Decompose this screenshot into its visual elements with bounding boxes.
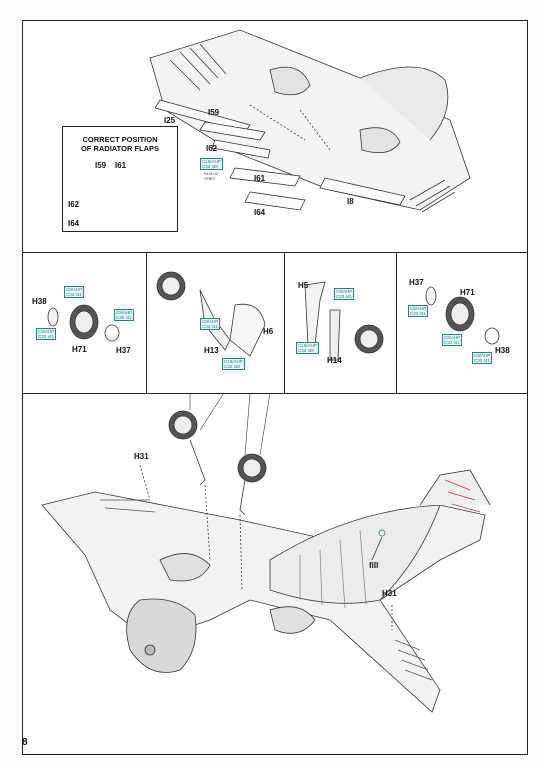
paint-callout-p1-a: C9/AHP C33 I41 — [64, 286, 85, 298]
radiator-flaps-inset: CORRECT POSITION OF RADIATOR FLAPS — [62, 126, 178, 232]
paint-callout-top: C18/AHP C32 I38 — [200, 158, 223, 170]
panel4-label-h38: H38 — [495, 346, 510, 355]
paint-code-1: C18/AHP — [202, 159, 221, 164]
paint-callout-p3-a: C9/AHP C33 I41 — [334, 288, 355, 300]
part-label-i25: I25 — [164, 116, 176, 125]
panel-divider-1 — [146, 252, 147, 393]
paint-code-p1b-2: C33 I41 — [38, 334, 54, 339]
panel-divider-2 — [284, 252, 285, 393]
paint-callout-p4-b: C9/AHP C33 I41 — [442, 334, 463, 346]
panel2-label-h13: H13 — [204, 346, 219, 355]
panel3-label-h14: H14 — [327, 356, 342, 365]
paint-code-p3b-1: C18/AHP — [298, 343, 317, 348]
paint-note-top-2: GREY — [204, 176, 216, 181]
panel4-label-h37: H37 — [409, 278, 424, 287]
paint-code-p4a-2: C33 I41 — [410, 311, 426, 316]
panel1-label-h71: H71 — [72, 345, 87, 354]
paint-code-p4c-1: C9/AHP — [474, 353, 491, 358]
panel3-label-h5: H5 — [298, 281, 309, 290]
paint-code-p4c-2: C33 I41 — [474, 358, 490, 363]
paint-code-p4b-1: C9/AHP — [444, 335, 461, 340]
page-number: 8 — [22, 737, 28, 748]
part-label-i62: I62 — [206, 144, 218, 153]
paint-callout-p1-b: C9/AHP C33 I41 — [36, 328, 57, 340]
paint-code-p2b-1: C18/AHP — [224, 359, 243, 364]
paint-code-p1c-2: C33 I41 — [116, 315, 132, 320]
paint-code-p1a-2: C33 I41 — [66, 292, 82, 297]
paint-code-p2a-1: C9/AHP — [202, 319, 219, 324]
paint-code-p4a-1: C8/AHP — [410, 306, 427, 311]
paint-code-p1c-1: C8/AHP — [116, 310, 133, 315]
bottom-label-h31-left: H31 — [134, 452, 149, 461]
part-label-i61: I61 — [254, 174, 266, 183]
paint-callout-p4-c: C9/AHP C33 I41 — [472, 352, 493, 364]
paint-code-p2a-2: C33 I41 — [202, 324, 218, 329]
bottom-label-fill: fill — [369, 561, 379, 570]
part-label-i8: I8 — [347, 197, 354, 206]
paint-code-p3a-1: C9/AHP — [336, 289, 353, 294]
paint-code-p1b-1: C9/AHP — [38, 329, 55, 334]
paint-note-top-1: RLM 02 — [204, 171, 219, 176]
middle-divider — [22, 393, 528, 394]
paint-callout-p2-a: C9/AHP C33 I41 — [200, 318, 221, 330]
paint-code-p2b-2: C32 I38 — [224, 364, 240, 369]
paint-code-p3a-2: C33 I41 — [336, 294, 352, 299]
paint-callout-p3-b: C18/AHP C32 I38 — [296, 342, 319, 354]
top-divider — [22, 252, 528, 253]
paint-code-p1a-1: C9/AHP — [66, 287, 83, 292]
panel-divider-3 — [396, 252, 397, 393]
panel2-label-h6: H6 — [263, 327, 274, 336]
panel1-label-h37: H37 — [116, 346, 131, 355]
panel4-label-h71: H71 — [460, 288, 475, 297]
inset-part-i61: I61 — [115, 161, 127, 170]
paint-callout-p1-c: C8/AHP C33 I41 — [114, 309, 135, 321]
part-label-i59: I59 — [208, 108, 220, 117]
panel1-label-h38: H38 — [32, 297, 47, 306]
inset-part-i59: I59 — [95, 161, 107, 170]
inset-part-i64: I64 — [68, 219, 80, 228]
paint-callout-p4-a: C8/AHP C33 I41 — [408, 305, 429, 317]
bottom-label-h31-right: H31 — [382, 589, 397, 598]
paint-code-p4b-2: C33 I41 — [444, 340, 460, 345]
paint-code-2: C32 I38 — [202, 164, 218, 169]
paint-callout-p2-b: C18/AHP C32 I38 — [222, 358, 245, 370]
inset-part-i62: I62 — [68, 200, 80, 209]
inset-title-line1: CORRECT POSITION — [82, 135, 158, 144]
paint-code-p3b-2: C32 I38 — [298, 348, 314, 353]
part-label-i64: I64 — [254, 208, 266, 217]
inset-title-line2: OF RADIATOR FLAPS — [80, 144, 160, 153]
